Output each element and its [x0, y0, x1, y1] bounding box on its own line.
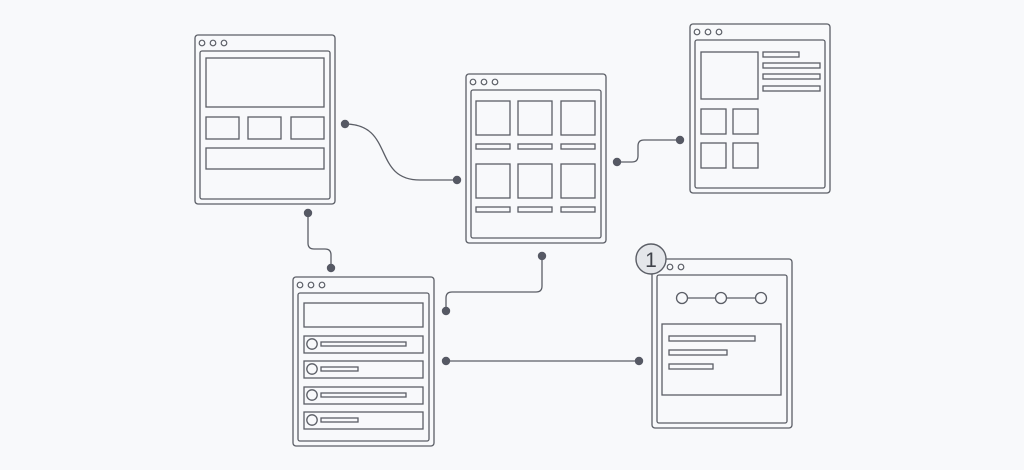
avatar: [306, 363, 318, 375]
grid-card-caption: [475, 143, 511, 150]
grid-card-caption: [517, 206, 553, 213]
text-line: [762, 73, 821, 80]
grid-card: [560, 100, 596, 136]
window-dot-icon: [693, 28, 701, 36]
list-item: [303, 360, 424, 379]
list-item: [303, 386, 424, 405]
list-item: [303, 411, 424, 430]
grid-card: [560, 163, 596, 199]
feature-block: [290, 116, 325, 140]
grid-card-caption: [475, 206, 511, 213]
step-indicator: [675, 291, 689, 305]
window-dot-icon: [480, 78, 488, 86]
grid-card-caption: [517, 143, 553, 150]
connector-grid-to-detail: [617, 139, 680, 163]
window-dot-icon: [715, 28, 723, 36]
window-dot-icon: [666, 263, 674, 271]
grid-card-caption: [560, 206, 596, 213]
feature-block: [247, 116, 282, 140]
connector-node: [537, 251, 547, 261]
grid-card: [517, 100, 553, 136]
thumbnail: [700, 108, 727, 135]
step-indicator: [754, 291, 768, 305]
text-line: [320, 341, 407, 347]
grid-card: [517, 163, 553, 199]
window-dot-icon: [469, 78, 477, 86]
connector-node: [340, 119, 350, 129]
connector-landing-to-grid: [344, 123, 457, 181]
grid-card-caption: [560, 143, 596, 150]
window-dot-icon: [209, 39, 217, 47]
feature-block: [205, 116, 240, 140]
text-line: [320, 417, 359, 423]
header-block: [303, 302, 424, 328]
window-dot-icon: [220, 39, 228, 47]
text-line: [668, 349, 728, 356]
window-dot-icon: [307, 281, 315, 289]
hero-block: [205, 57, 325, 108]
connector-node: [452, 175, 462, 185]
window-dot-icon: [318, 281, 326, 289]
landing-page-wireframe: [194, 34, 336, 205]
connector-node: [675, 135, 685, 145]
detail-page-wireframe: [689, 23, 831, 194]
window-dot-icon: [677, 263, 685, 271]
text-line: [320, 366, 359, 372]
window-dot-icon: [491, 78, 499, 86]
text-line: [762, 62, 821, 69]
avatar: [306, 338, 318, 350]
connector-grid-to-list: [445, 256, 543, 311]
list-item: [303, 335, 424, 354]
list-page-wireframe: [292, 276, 435, 447]
step-badge-label: 1: [645, 249, 657, 272]
text-line: [762, 85, 821, 92]
step-badge: 1: [635, 243, 667, 275]
connector-node: [612, 157, 622, 167]
text-line: [320, 392, 407, 398]
image-placeholder: [700, 51, 759, 100]
step-progress: [675, 291, 768, 305]
connectors: [303, 119, 685, 366]
connector-node: [441, 356, 451, 366]
avatar: [306, 389, 318, 401]
text-line: [668, 335, 756, 342]
connector-node: [326, 263, 336, 273]
thumbnail: [732, 142, 759, 169]
grid-page-wireframe: [465, 73, 607, 244]
window-dot-icon: [198, 39, 206, 47]
avatar: [306, 414, 318, 426]
form-page-wireframe: [651, 258, 793, 429]
step-indicator: [714, 291, 728, 305]
connector-landing-to-list: [307, 213, 332, 268]
grid-card: [475, 100, 511, 136]
form-panel: [661, 323, 782, 396]
window-dot-icon: [704, 28, 712, 36]
grid-card: [475, 163, 511, 199]
footer-block: [205, 147, 325, 170]
connector-node: [303, 208, 313, 218]
text-line: [668, 363, 714, 370]
connector-node: [441, 306, 451, 316]
thumbnail: [732, 108, 759, 135]
connector-node: [634, 356, 644, 366]
text-line: [762, 51, 800, 58]
thumbnail: [700, 142, 727, 169]
window-dot-icon: [296, 281, 304, 289]
